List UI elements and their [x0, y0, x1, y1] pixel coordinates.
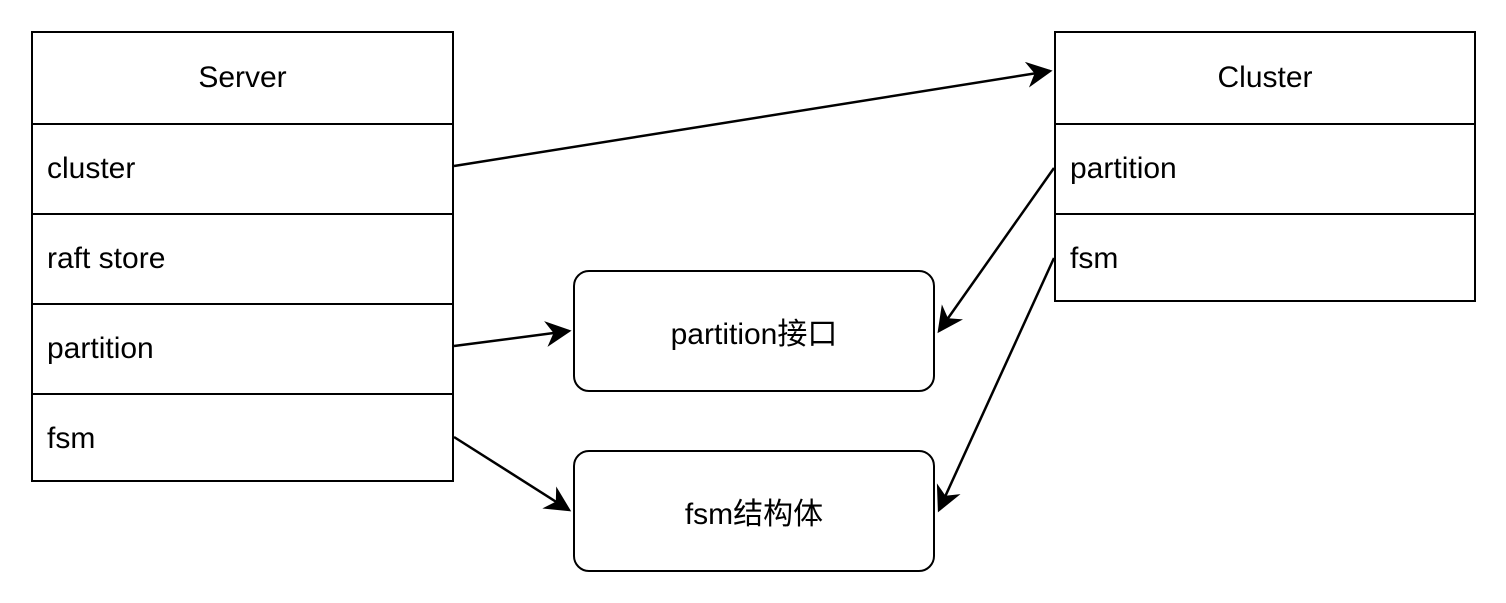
edge-server-partition-to-partition-interface: [453, 321, 572, 348]
edge-server-cluster-to-cluster: [453, 61, 1053, 168]
cluster-title: Cluster: [1217, 61, 1313, 94]
cluster-table: Cluster partition fsm: [1054, 31, 1476, 302]
server-field-fsm: fsm: [33, 393, 452, 483]
cluster-field-fsm: fsm: [1056, 213, 1474, 303]
edge-cluster-partition-to-partition-interface: [937, 167, 1056, 334]
server-table: Server cluster raft store partition fsm: [31, 31, 454, 482]
server-field-cluster: cluster: [33, 123, 452, 213]
server-field-raft-store: raft store: [33, 213, 452, 303]
edge-server-fsm-to-fsm-struct: [453, 435, 572, 512]
server-field-partition: partition: [33, 303, 452, 393]
fsm-struct-node: fsm结构体: [573, 450, 935, 572]
server-title: Server: [198, 61, 287, 94]
partition-interface-node: partition接口: [573, 270, 935, 392]
edge-cluster-fsm-to-fsm-struct: [936, 257, 1056, 513]
cluster-field-partition: partition: [1056, 123, 1474, 213]
